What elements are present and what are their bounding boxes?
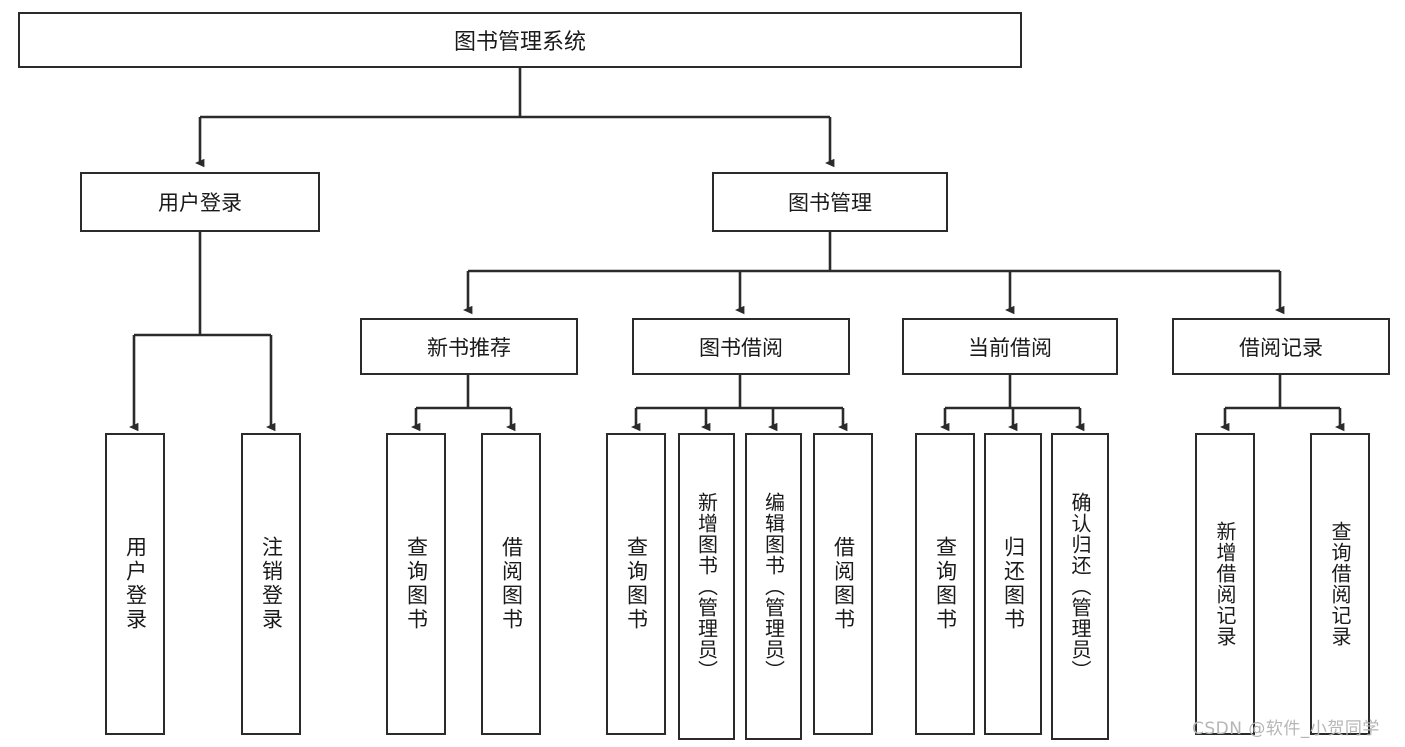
node-current-borrow-label: 当前借阅 — [968, 335, 1052, 360]
leaf-borrow-borrow-book-label: 借阅图书 — [831, 536, 856, 632]
node-borrow-record-label: 借阅记录 — [1239, 335, 1323, 360]
node-root-system[interactable]: 图书管理系统 — [18, 12, 1022, 68]
node-new-book-recommend-label: 新书推荐 — [427, 335, 511, 360]
leaf-borrow-edit-book-admin[interactable]: 编辑图书（管理员） — [745, 433, 802, 740]
node-borrow-record[interactable]: 借阅记录 — [1172, 318, 1390, 375]
leaf-current-return-book[interactable]: 归还图书 — [984, 433, 1042, 735]
node-root-system-label: 图书管理系统 — [453, 30, 586, 55]
leaf-current-query-book[interactable]: 查询图书 — [915, 433, 975, 735]
node-user-login[interactable]: 用户登录 — [80, 172, 320, 232]
leaf-user-login-signout-label: 注销登录 — [259, 536, 284, 632]
leaf-record-add-record[interactable]: 新增借阅记录 — [1195, 433, 1255, 735]
leaf-recommend-query-book[interactable]: 查询图书 — [386, 433, 446, 735]
leaf-user-login-signin-label: 用户登录 — [123, 536, 148, 632]
leaf-record-query-record-label: 查询借阅记录 — [1328, 521, 1352, 647]
leaf-recommend-borrow-book-label: 借阅图书 — [499, 536, 524, 632]
leaf-user-login-signin[interactable]: 用户登录 — [105, 433, 165, 735]
csdn-watermark: CSDN @软件_小贺同学 — [1192, 719, 1380, 739]
leaf-user-login-signout[interactable]: 注销登录 — [241, 433, 301, 735]
node-book-borrow[interactable]: 图书借阅 — [632, 318, 850, 375]
node-new-book-recommend[interactable]: 新书推荐 — [360, 318, 578, 375]
leaf-borrow-edit-book-admin-label: 编辑图书（管理员） — [761, 492, 786, 681]
node-user-login-label: 用户登录 — [158, 191, 242, 215]
leaf-current-confirm-return-admin-label: 确认归还（管理员） — [1068, 492, 1092, 681]
leaf-borrow-add-book-admin-label: 新增图书（管理员） — [694, 492, 719, 681]
node-book-borrow-label: 图书借阅 — [699, 335, 783, 360]
leaf-borrow-borrow-book[interactable]: 借阅图书 — [813, 433, 873, 735]
leaf-record-query-record[interactable]: 查询借阅记录 — [1310, 433, 1370, 735]
node-current-borrow[interactable]: 当前借阅 — [902, 318, 1118, 375]
leaf-record-add-record-label: 新增借阅记录 — [1213, 521, 1237, 647]
leaf-recommend-borrow-book[interactable]: 借阅图书 — [481, 433, 541, 735]
leaf-recommend-query-book-label: 查询图书 — [404, 536, 429, 632]
leaf-current-return-book-label: 归还图书 — [1001, 536, 1026, 632]
node-book-management[interactable]: 图书管理 — [712, 172, 948, 232]
leaf-borrow-add-book-admin[interactable]: 新增图书（管理员） — [678, 433, 735, 740]
leaf-borrow-query-book[interactable]: 查询图书 — [606, 433, 666, 735]
leaf-borrow-query-book-label: 查询图书 — [624, 536, 649, 632]
leaf-current-query-book-label: 查询图书 — [933, 536, 958, 632]
node-book-management-label: 图书管理 — [788, 191, 872, 215]
leaf-current-confirm-return-admin[interactable]: 确认归还（管理员） — [1051, 433, 1109, 740]
